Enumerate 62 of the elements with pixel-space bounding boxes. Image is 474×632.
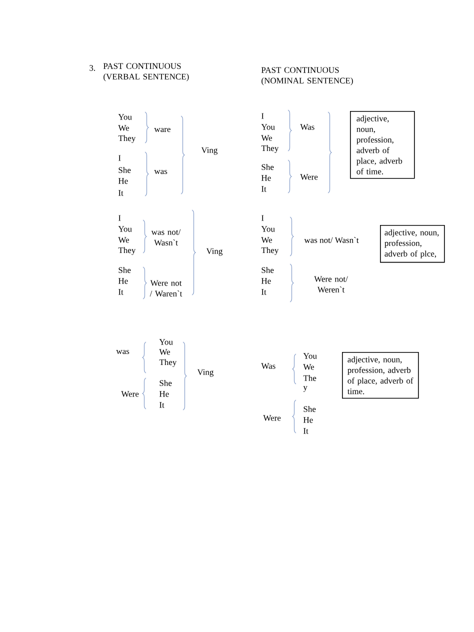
- label: I: [262, 113, 264, 119]
- label: He: [159, 391, 169, 397]
- label: Were not / Waren`t: [150, 280, 182, 296]
- label: She: [118, 267, 131, 273]
- label: They: [118, 135, 136, 143]
- label: The: [303, 375, 316, 381]
- label: was: [116, 350, 130, 354]
- label: Ving: [201, 147, 218, 155]
- label: Were: [121, 391, 139, 397]
- label: ware: [154, 128, 170, 132]
- label: I: [262, 215, 264, 221]
- label: You: [303, 353, 317, 359]
- heading: PAST CONTINUOUS (VERBAL SENTENCE): [103, 63, 189, 82]
- text-box: adjective, noun, profession, adverb of place, adverb of time.: [342, 352, 419, 399]
- label: They: [261, 145, 279, 153]
- label: They: [118, 247, 136, 255]
- label: Were not/ Weren`t: [314, 276, 348, 293]
- label: She: [118, 167, 131, 173]
- label: We: [261, 237, 272, 243]
- label: Ving: [206, 248, 223, 256]
- label: It: [262, 289, 266, 295]
- label: She: [160, 380, 172, 386]
- label: 3.: [90, 65, 96, 71]
- label: He: [118, 178, 128, 184]
- label: was not/ Wasn`t: [151, 229, 181, 246]
- label: I: [118, 155, 121, 161]
- label: You: [261, 124, 275, 130]
- label: You: [118, 114, 132, 120]
- label: Ving: [197, 369, 214, 377]
- label: It: [304, 428, 308, 434]
- label: It: [118, 289, 124, 295]
- text-box: adjective, noun, profession, adverb of plce,: [380, 225, 445, 263]
- label: y: [303, 386, 308, 392]
- label: He: [261, 175, 271, 181]
- label: She: [304, 406, 316, 412]
- label: It: [160, 402, 164, 408]
- label: They: [261, 247, 279, 255]
- label: It: [262, 186, 266, 192]
- label: You: [261, 226, 275, 232]
- label: You: [118, 226, 132, 232]
- label: She: [262, 164, 274, 170]
- label: was: [154, 170, 168, 174]
- heading: PAST CONTINUOUS (NOMINAL SENTENCE): [261, 67, 353, 86]
- label: We: [159, 349, 170, 355]
- label: He: [261, 278, 271, 284]
- label: We: [261, 135, 272, 141]
- label: We: [118, 237, 130, 243]
- label: Was: [261, 363, 276, 369]
- label: Were: [263, 415, 281, 421]
- label: They: [159, 359, 177, 367]
- label: It: [118, 190, 124, 196]
- label: He: [303, 417, 313, 423]
- label: She: [262, 267, 274, 273]
- label: He: [118, 278, 128, 284]
- text-box: adjective, noun, profession, adverb of place, adverb of time.: [350, 111, 415, 179]
- label: We: [303, 364, 314, 370]
- label: You: [159, 339, 173, 345]
- label: I: [118, 215, 121, 221]
- label: Was: [300, 124, 314, 130]
- label: Were: [300, 174, 318, 180]
- label: was not/ Wasn`t: [304, 236, 359, 243]
- label: We: [118, 125, 130, 131]
